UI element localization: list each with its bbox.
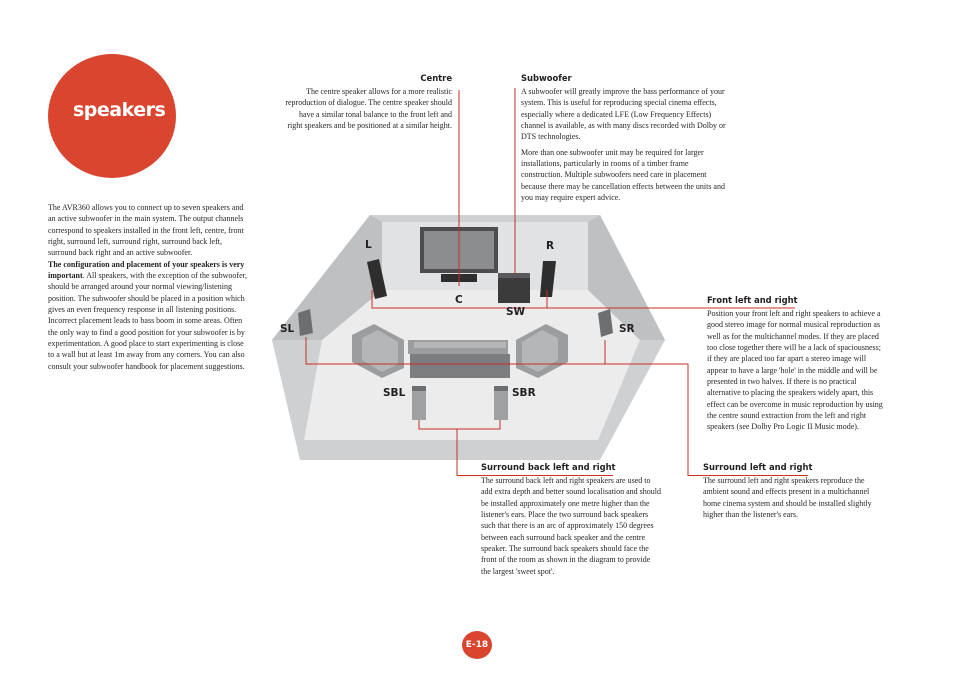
surround-right-speaker (598, 309, 613, 337)
surround-lr-heading: Surround left and right (703, 462, 813, 472)
title-circle (48, 54, 176, 178)
callout-lines (305, 88, 795, 476)
surround-back-heading: Surround back left and right (481, 462, 616, 472)
surround-left-speaker (298, 309, 313, 336)
front-left-speaker (367, 259, 387, 299)
front-lr-heading: Front left and right (707, 295, 798, 305)
surround-back-right-speaker (494, 386, 508, 420)
page-number-badge: E-18 (462, 631, 492, 659)
subwoofer-text: A subwoofer will greatly improve the bas… (521, 86, 731, 203)
subwoofer-paragraph-1: A subwoofer will greatly improve the bas… (521, 87, 726, 142)
intro-paragraph-2: The configuration and placement of your … (48, 259, 250, 372)
intro-text: The AVR360 allows you to connect up to s… (48, 202, 250, 372)
label-surround-back-right: SBR (512, 387, 536, 399)
right-wall (588, 215, 665, 340)
centre-heading: Centre (420, 73, 452, 83)
surround-back-underline (457, 475, 613, 476)
subwoofer-heading: Subwoofer (521, 73, 572, 83)
sofa (410, 354, 510, 378)
subwoofer-paragraph-2: More than one subwoofer unit may be requ… (521, 147, 725, 203)
intro-emphasis: The configuration and placement of your … (48, 259, 245, 281)
label-front-right: R (546, 240, 555, 252)
intro-paragraph-1: The AVR360 allows you to connect up to s… (48, 203, 244, 258)
label-centre: C (455, 294, 463, 306)
front-lr-text: Position your front left and right speak… (707, 309, 883, 432)
centre-text: The centre speaker allows for a more rea… (285, 87, 452, 131)
surround-back-text: The surround back left and right speaker… (481, 476, 661, 576)
label-surround-left: SL (280, 323, 295, 335)
label-surround-right: SR (619, 323, 635, 335)
surround-lr-text: The surround left and right speakers rep… (703, 476, 872, 520)
front-right-speaker (540, 261, 556, 297)
label-subwoofer: SW (506, 306, 526, 318)
label-surround-back-left: SBL (383, 387, 406, 399)
surround-back-left-speaker (412, 386, 426, 420)
surround-lr-underline (688, 475, 808, 476)
label-front-left: L (365, 239, 372, 251)
left-wall (272, 215, 382, 340)
page-title: speakers (73, 99, 166, 121)
intro-paragraph-2-rest: . All speakers, with the exception of th… (48, 271, 247, 371)
